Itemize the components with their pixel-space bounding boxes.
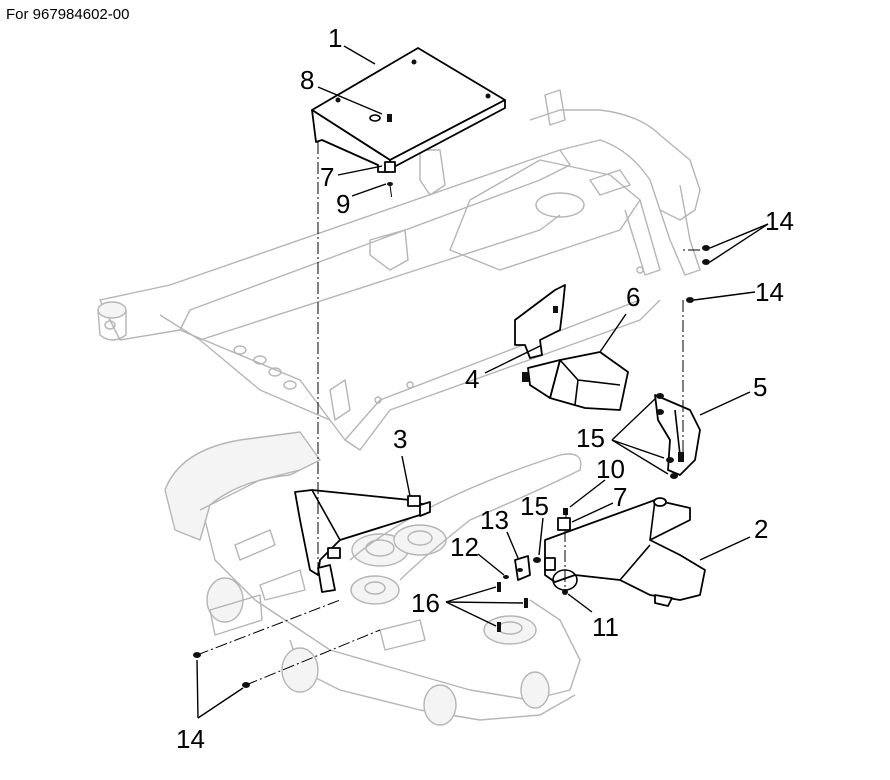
callout-15-center: 15: [520, 491, 549, 521]
callout-9: 9: [336, 189, 350, 219]
callout-7-center: 7: [613, 482, 627, 512]
callout-5: 5: [753, 372, 767, 402]
part-5-side-shield: [654, 394, 701, 476]
hardware-fasteners: [193, 114, 710, 688]
diagram-reference-label: For 967984602-00: [6, 6, 130, 23]
assembly-centerlines: [196, 142, 700, 686]
callout-14-lower-left: 14: [176, 724, 205, 754]
callout-15-right: 15: [576, 423, 605, 453]
part-6-belt-cover: [522, 351, 629, 411]
callout-7: 7: [320, 162, 334, 192]
callout-3: 3: [393, 424, 407, 454]
callout-14-upper-right: 14: [765, 206, 794, 236]
callout-12: 12: [450, 532, 479, 562]
callout-labels: 1 8 7 9 14 14 6 4 5 15 3 10 7 15 13 2 12…: [176, 23, 794, 754]
callout-8: 8: [300, 65, 314, 95]
part-1-cover-plate: [311, 47, 506, 173]
callout-2: 2: [754, 514, 768, 544]
callout-4: 4: [465, 364, 479, 394]
part-3-left-deck-cover: [294, 489, 431, 593]
part-2-right-deck-cover: [544, 497, 706, 607]
chassis-frame: [97, 89, 701, 451]
callout-1: 1: [328, 23, 342, 53]
callout-6: 6: [626, 282, 640, 312]
callout-10: 10: [596, 454, 625, 484]
callout-16: 16: [411, 588, 440, 618]
callout-11: 11: [592, 612, 619, 642]
mower-deck: [164, 431, 582, 726]
callout-leaders: [196, 45, 769, 719]
callout-13: 13: [480, 505, 509, 535]
callout-14-right: 14: [755, 277, 784, 307]
part-4-bracket: [514, 284, 566, 359]
